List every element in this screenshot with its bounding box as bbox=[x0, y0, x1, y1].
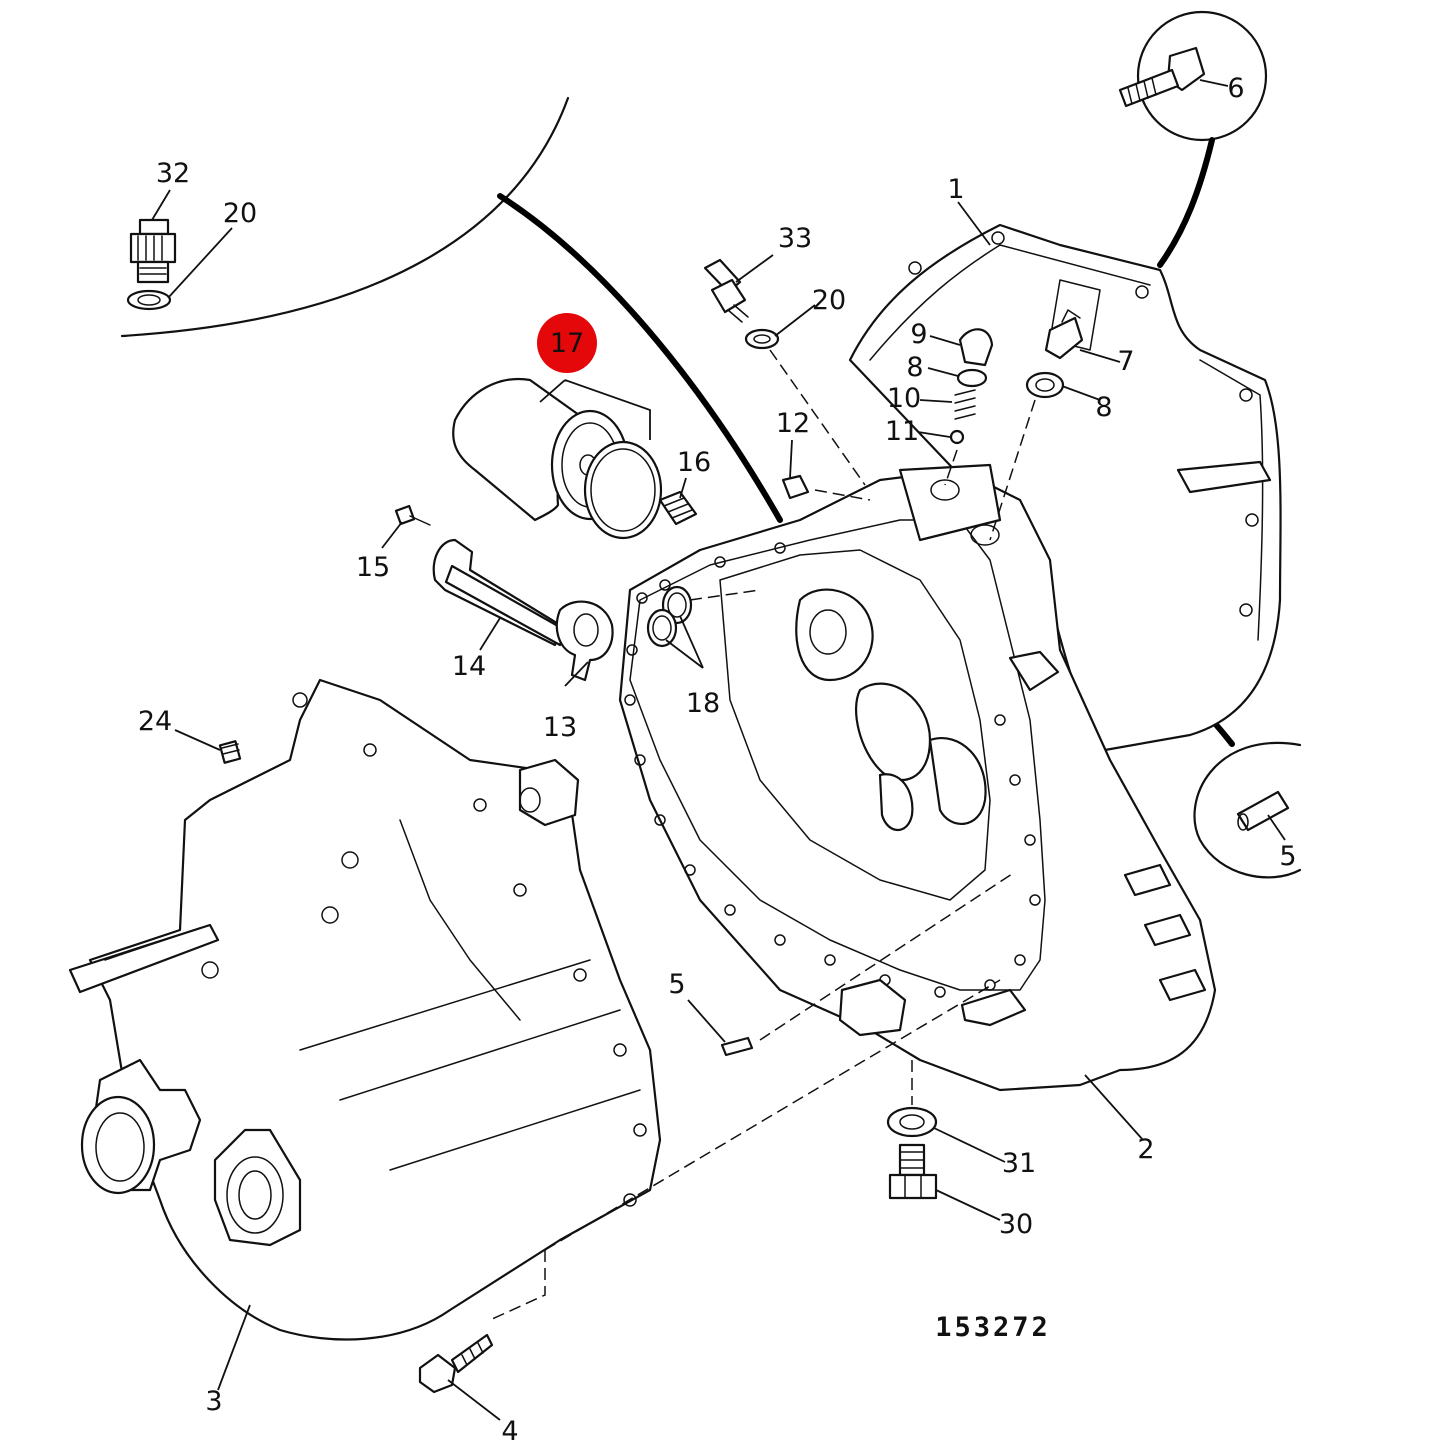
leader-lines bbox=[151, 79, 1286, 1421]
alignment-lines bbox=[489, 349, 1036, 1321]
callout-11: 11 bbox=[885, 416, 919, 447]
callout-6: 6 bbox=[1227, 73, 1244, 104]
callout-5-detail: 5 bbox=[1279, 841, 1296, 872]
callout-1: 1 bbox=[947, 174, 964, 205]
part-24-plug bbox=[218, 740, 242, 764]
callout-33: 33 bbox=[778, 223, 812, 254]
callout-31: 31 bbox=[1002, 1148, 1036, 1179]
part-33-pressure-switch bbox=[703, 258, 749, 323]
part-31-washer bbox=[886, 1106, 938, 1138]
part-12-dowel bbox=[781, 474, 810, 500]
part-9-valve-plug bbox=[958, 328, 994, 367]
part-6-bolt-detail bbox=[1118, 10, 1268, 268]
drawing-number: 153272 bbox=[935, 1312, 1051, 1343]
part-18-o-rings bbox=[646, 585, 693, 648]
callout-32: 32 bbox=[156, 158, 190, 189]
part-20-washer-detail bbox=[126, 289, 172, 311]
callout-20-detail: 20 bbox=[223, 198, 257, 229]
callout-12: 12 bbox=[776, 408, 810, 439]
callout-4: 4 bbox=[501, 1416, 518, 1445]
part-14-pipe bbox=[432, 538, 567, 647]
part-10-spring bbox=[954, 389, 976, 420]
cover-bolt-holes bbox=[201, 692, 647, 1207]
callout-20: 20 bbox=[812, 285, 846, 316]
callout-13: 13 bbox=[543, 712, 577, 743]
callout-18: 18 bbox=[686, 688, 720, 719]
detail-view-arc bbox=[120, 96, 783, 523]
callout-7: 7 bbox=[1117, 346, 1134, 377]
callout-2: 2 bbox=[1137, 1134, 1154, 1165]
part-32-breather-valve bbox=[129, 218, 177, 284]
part-16-plug bbox=[658, 490, 698, 526]
part-30-drain-plug bbox=[888, 1143, 938, 1200]
highlight-badge bbox=[537, 313, 597, 373]
part-8-washer-b bbox=[1025, 371, 1065, 399]
callout-9: 9 bbox=[910, 319, 927, 350]
part-20-washer bbox=[744, 328, 780, 350]
part-2-gearbox-housing bbox=[618, 463, 1217, 1092]
part-15-bolt bbox=[394, 504, 431, 526]
callout-16: 16 bbox=[677, 447, 711, 478]
callout-3: 3 bbox=[205, 1386, 222, 1417]
part-7-fitting bbox=[1044, 309, 1084, 360]
callout-labels: 32 20 6 1 33 20 9 8 10 11 7 8 12 16 15 1… bbox=[138, 73, 1297, 1445]
part-11-ball bbox=[949, 429, 965, 445]
callout-14: 14 bbox=[452, 651, 486, 682]
callout-10: 10 bbox=[887, 383, 921, 414]
part-3-transfer-case bbox=[68, 678, 662, 1341]
part-4-bolt bbox=[418, 1333, 494, 1394]
callout-8b: 8 bbox=[1095, 392, 1112, 423]
part-8-washer bbox=[956, 368, 988, 388]
part-5-dowel bbox=[720, 1036, 754, 1057]
callout-17: 17 bbox=[550, 328, 584, 359]
callout-30: 30 bbox=[999, 1209, 1033, 1240]
part-17-o-ring bbox=[583, 440, 663, 540]
callout-5: 5 bbox=[668, 969, 685, 1000]
part-13-gasket bbox=[555, 600, 614, 682]
callout-15: 15 bbox=[356, 552, 390, 583]
callout-8: 8 bbox=[906, 352, 923, 383]
callout-24: 24 bbox=[138, 706, 172, 737]
